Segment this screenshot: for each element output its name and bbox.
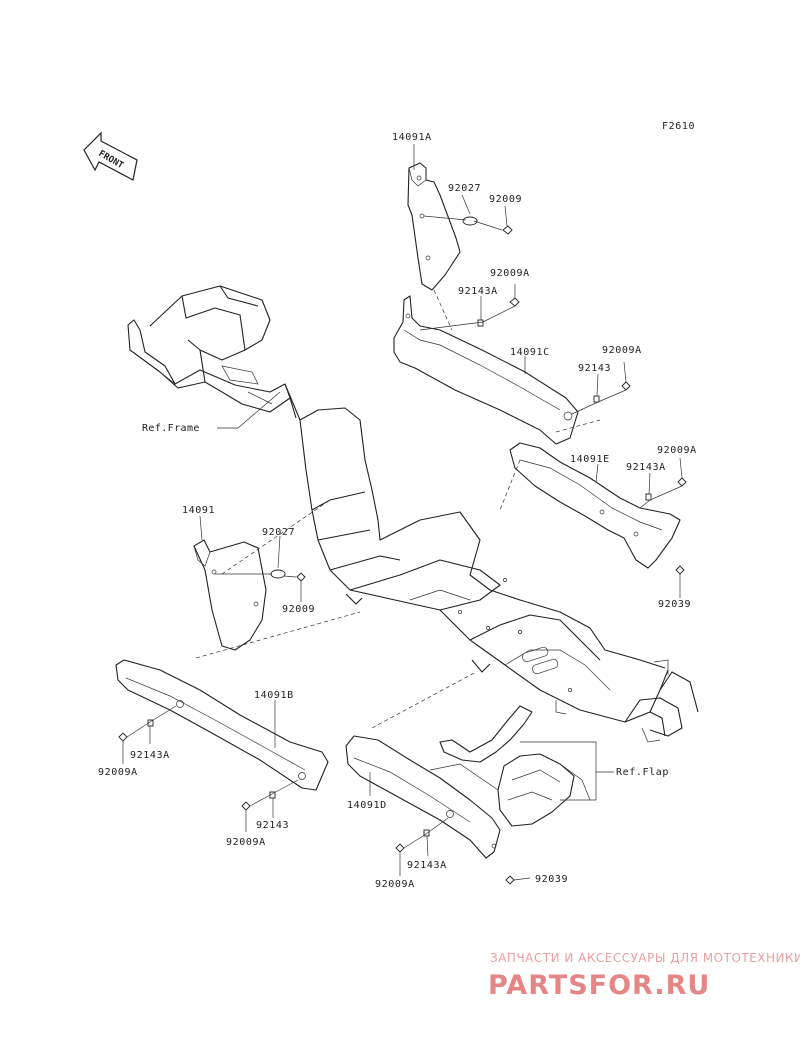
label-92143A-4[interactable]: 92143A <box>407 860 447 871</box>
label-92143A-2[interactable]: 92143A <box>626 462 666 473</box>
part-14091C[interactable] <box>393 295 579 445</box>
label-ref-frame[interactable]: Ref.Frame <box>142 423 200 434</box>
label-92009-top[interactable]: 92009 <box>489 194 522 205</box>
frame-assembly <box>127 285 699 743</box>
label-14091A[interactable]: 14091A <box>392 132 432 143</box>
part-14091[interactable] <box>193 539 267 651</box>
part-14091D[interactable] <box>345 735 501 859</box>
watermark-tagline: ЗАПЧАСТИ И АКСЕССУАРЫ ДЛЯ МОТОТЕХНИКИ <box>490 951 800 965</box>
watermark-logo: PARTSFOR.RU <box>488 970 710 1001</box>
flap-assembly <box>429 705 591 827</box>
label-92009A-4[interactable]: 92009A <box>98 767 138 778</box>
label-92039-2[interactable]: 92039 <box>535 874 568 885</box>
bolt-92009-top <box>502 225 513 235</box>
watermark: ЗАПЧАСТИ И АКСЕССУАРЫ ДЛЯ МОТОТЕХНИКИ PA… <box>488 951 800 1001</box>
part-14091E[interactable] <box>509 442 681 569</box>
hardware-14091C <box>477 297 631 403</box>
label-92009A-1[interactable]: 92009A <box>490 268 530 279</box>
leader-lines <box>122 144 683 881</box>
label-14091B[interactable]: 14091B <box>254 690 294 701</box>
label-ref-flap[interactable]: Ref.Flap <box>616 767 669 778</box>
part-labels: 14091A 92027 92009 92009A 92143A 14091C … <box>98 132 697 890</box>
label-92143A-1[interactable]: 92143A <box>458 286 498 297</box>
diagram-code: F2610 <box>662 121 695 132</box>
part-14091B[interactable] <box>115 659 329 791</box>
label-92009A-3[interactable]: 92009A <box>657 445 697 456</box>
front-arrow-icon: FRONT <box>83 131 138 181</box>
label-92009A-2[interactable]: 92009A <box>602 345 642 356</box>
hardware-14091D <box>395 829 515 885</box>
label-14091E[interactable]: 14091E <box>570 454 610 465</box>
label-92027-top[interactable]: 92027 <box>448 183 481 194</box>
label-92009-mid[interactable]: 92009 <box>282 604 315 615</box>
label-14091D[interactable]: 14091D <box>347 800 387 811</box>
label-14091C[interactable]: 14091C <box>510 347 550 358</box>
hardware-14091B <box>118 719 276 811</box>
label-92143-1[interactable]: 92143 <box>578 363 611 374</box>
label-92027-mid[interactable]: 92027 <box>262 527 295 538</box>
washer-92027-top <box>462 216 478 226</box>
label-92009A-6[interactable]: 92009A <box>375 879 415 890</box>
label-92143A-3[interactable]: 92143A <box>130 750 170 761</box>
hardware-14091E <box>645 477 687 575</box>
label-92143-2[interactable]: 92143 <box>256 820 289 831</box>
label-92039-1[interactable]: 92039 <box>658 599 691 610</box>
label-14091[interactable]: 14091 <box>182 505 215 516</box>
label-92009A-5[interactable]: 92009A <box>226 837 266 848</box>
hardware-14091 <box>270 569 306 582</box>
part-14091A[interactable] <box>407 162 461 291</box>
